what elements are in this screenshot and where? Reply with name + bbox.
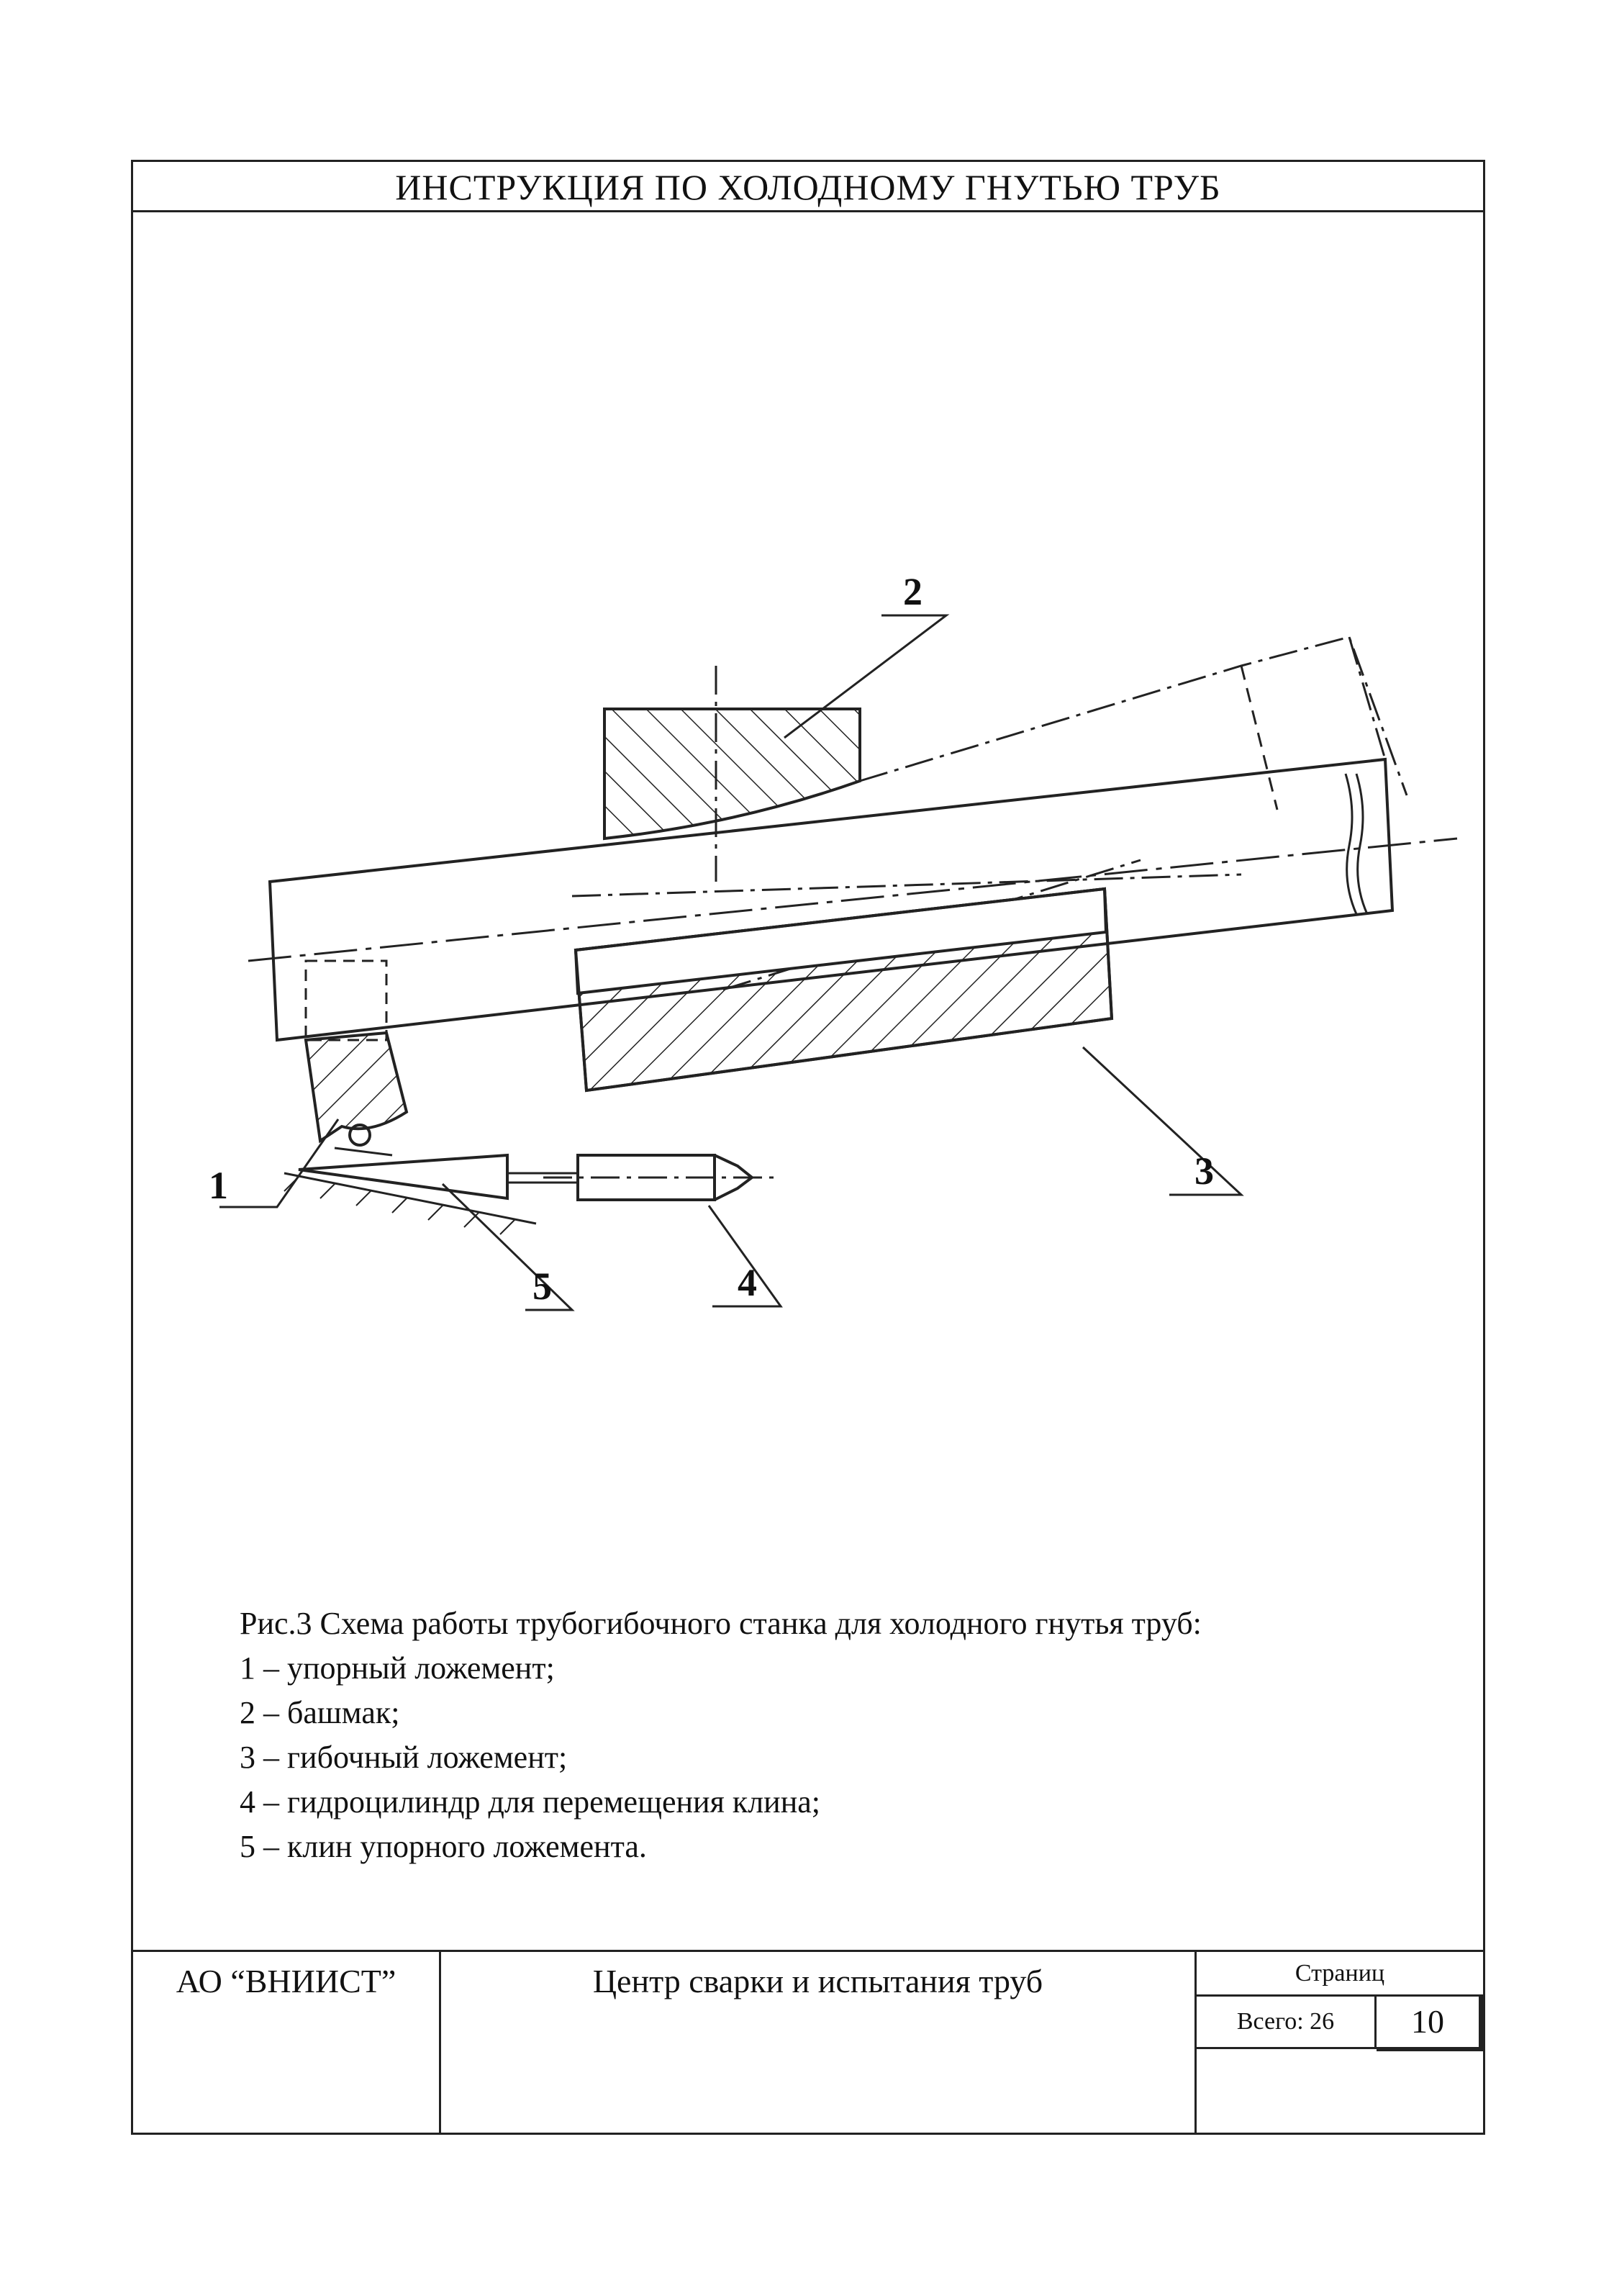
pages-label: Страниц [1197, 1952, 1483, 1997]
department-name: Центр сварки и испытания труб [441, 1952, 1197, 2133]
label-2: 2 [903, 570, 922, 613]
legend-item: 2 – башмак; [240, 1695, 400, 1730]
page-number: 10 [1377, 1997, 1483, 2051]
pipe-straight [268, 757, 1395, 1042]
leader-line-3 [1082, 1046, 1244, 1196]
label-3: 3 [1194, 1149, 1214, 1193]
pipe-bending-diagram: 1 2 3 4 5 [209, 570, 1458, 1311]
stop-support [304, 1031, 409, 1144]
stop-support-hinge [348, 1124, 371, 1147]
leader-line-4 [707, 1205, 783, 1308]
legend-item: 5 – клин упорного ложемента. [240, 1829, 647, 1864]
document-frame: ИНСТРУКЦИЯ ПО ХОЛОДНОМУ ГНУТЬЮ ТРУБ [131, 160, 1485, 2135]
legend-item: 1 – упорный ложемент; [240, 1650, 555, 1686]
pipe-bent [859, 636, 1408, 796]
legend-item: 4 – гидроцилиндр для перемещения клина; [240, 1784, 820, 1820]
label-4: 4 [738, 1261, 757, 1304]
label-5: 5 [532, 1265, 552, 1308]
caption-title: Рис.3 Схема работы трубогибочного станка… [240, 1606, 1202, 1641]
title-block: АО “ВНИИСТ” Центр сварки и испытания тру… [133, 1950, 1483, 2133]
stop-support-block [304, 959, 388, 1041]
wedge [298, 1153, 509, 1201]
label-1: 1 [209, 1164, 228, 1207]
leader-line-1 [219, 1118, 340, 1208]
figure-caption: Рис.3 Схема работы трубогибочного станка… [240, 1601, 1202, 1869]
legend-item: 3 – гибочный ложемент; [240, 1740, 568, 1775]
total-pages: Всего: 26 [1197, 1997, 1377, 2047]
pages-block: Страниц Всего: 26 10 [1197, 1952, 1483, 2133]
leader-line-5 [441, 1183, 575, 1311]
document-title: ИНСТРУКЦИЯ ПО ХОЛОДНОМУ ГНУТЬЮ ТРУБ [133, 162, 1483, 212]
leader-line-2 [784, 614, 950, 739]
organization-name: АО “ВНИИСТ” [133, 1952, 441, 2133]
pipe-centerline [248, 837, 1458, 962]
shoe-part [603, 708, 861, 841]
